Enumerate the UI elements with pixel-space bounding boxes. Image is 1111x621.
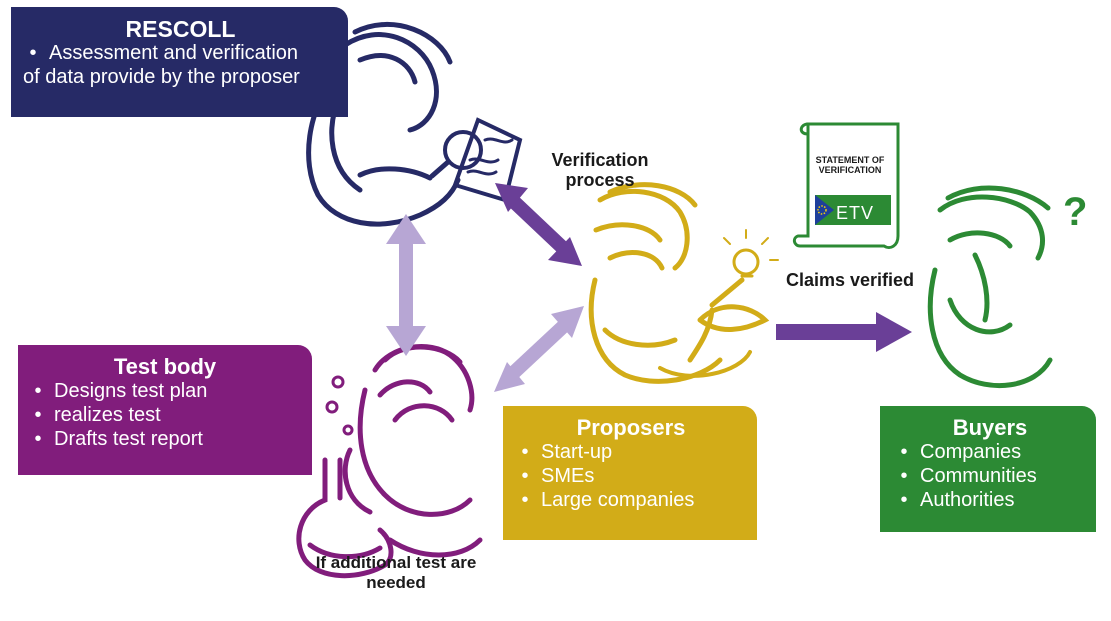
arrow-proposers-buyers bbox=[776, 312, 912, 352]
proposers-item: Large companies bbox=[515, 488, 747, 512]
person-questioning-icon bbox=[927, 185, 1053, 389]
proposers-list: Start-up SMEs Large companies bbox=[515, 440, 747, 512]
proposers-box: Proposers Start-up SMEs Large companies bbox=[503, 406, 757, 540]
rescoll-item: Assessment and verification bbox=[23, 41, 338, 65]
test-body-item: Drafts test report bbox=[28, 427, 302, 451]
statement-of-verification-heading: STATEMENT OF VERIFICATION bbox=[815, 155, 885, 175]
arrow-testbody-proposers bbox=[494, 306, 584, 392]
certificate-scroll-icon bbox=[792, 122, 900, 250]
arrow-rescoll-testbody bbox=[386, 214, 426, 356]
test-body-title: Test body bbox=[113, 354, 217, 379]
proposers-title: Proposers bbox=[576, 415, 686, 440]
proposers-item: SMEs bbox=[515, 464, 747, 488]
person-with-lightbulb-plant-icon bbox=[588, 182, 779, 384]
rescoll-box: RESCOLL Assessment and verification of d… bbox=[11, 7, 348, 117]
question-mark: ? bbox=[1063, 190, 1088, 234]
proposers-item: Start-up bbox=[515, 440, 747, 464]
buyers-item: Authorities bbox=[894, 488, 1086, 512]
rescoll-title: RESCOLL bbox=[125, 16, 236, 42]
claims-verified-label: Claims verified bbox=[785, 270, 915, 290]
person-examining-document-icon bbox=[306, 21, 523, 227]
buyers-item: Companies bbox=[894, 440, 1086, 464]
buyers-item: Communities bbox=[894, 464, 1086, 488]
test-body-box: Test body Designs test plan realizes tes… bbox=[18, 345, 312, 475]
test-body-item: realizes test bbox=[28, 403, 302, 427]
rescoll-item-continuation: of data provide by the proposer bbox=[23, 66, 300, 88]
buyers-title: Buyers bbox=[952, 415, 1028, 440]
buyers-box: Buyers Companies Communities Authorities bbox=[880, 406, 1096, 532]
buyers-list: Companies Communities Authorities bbox=[894, 440, 1086, 512]
rescoll-list: Assessment and verification bbox=[23, 41, 338, 65]
person-with-flask-icon bbox=[296, 344, 483, 579]
verification-process-label: Verification process bbox=[551, 150, 649, 190]
etv-logo-text: ETV bbox=[836, 203, 875, 223]
arrow-rescoll-proposers bbox=[495, 183, 582, 266]
additional-test-label: If additional test are needed bbox=[315, 553, 477, 592]
test-body-item: Designs test plan bbox=[28, 379, 302, 403]
test-body-list: Designs test plan realizes test Drafts t… bbox=[28, 379, 302, 451]
